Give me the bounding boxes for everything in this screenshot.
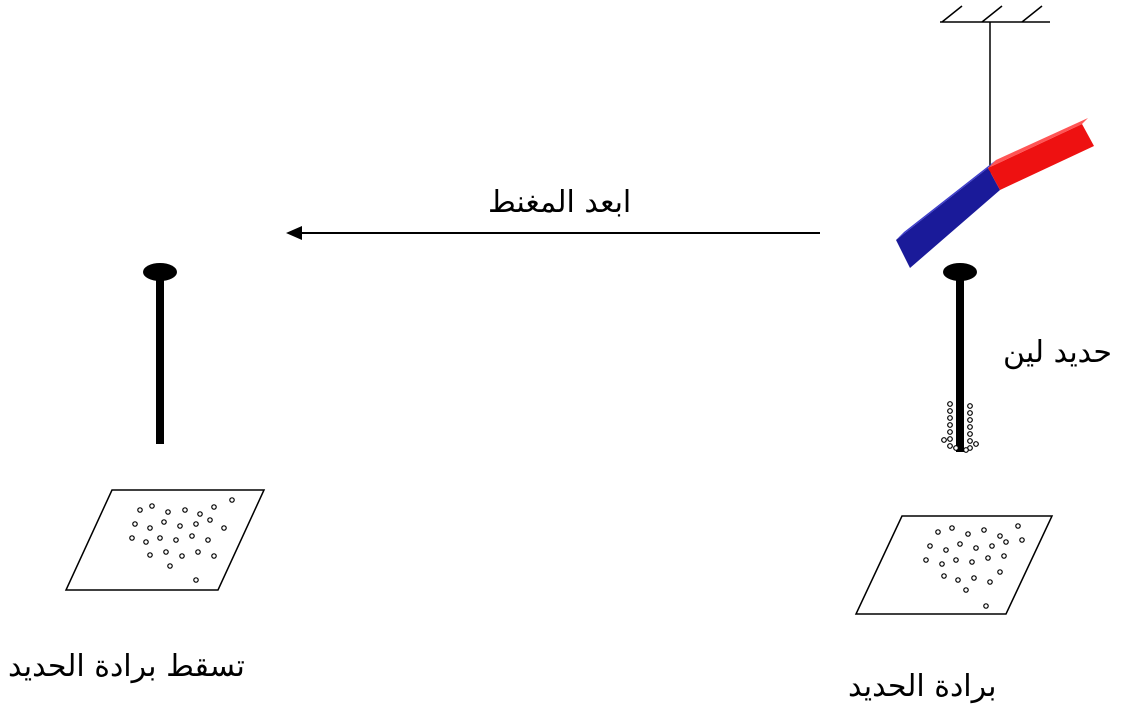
filing-particle — [207, 517, 213, 523]
soft-iron-label: حديد لين — [1003, 335, 1112, 370]
filing-particle — [983, 603, 989, 609]
soft-iron-rod-right — [943, 263, 977, 452]
filing-particle — [182, 507, 188, 513]
filing-particle — [132, 521, 138, 527]
filing-particle — [163, 549, 169, 555]
filing-particle — [941, 573, 947, 579]
filing-particle — [179, 553, 185, 559]
filing-particle — [965, 531, 971, 537]
filing-particle — [1003, 539, 1009, 545]
filing-particle — [149, 503, 155, 509]
clinging-filings — [941, 401, 979, 453]
filing-particle — [967, 424, 973, 430]
filing-particle — [971, 575, 977, 581]
filing-particle — [969, 559, 975, 565]
filing-particle — [923, 557, 929, 563]
filing-particle — [987, 579, 993, 585]
filing-particle — [947, 443, 953, 449]
filing-particle — [953, 445, 959, 451]
filing-particle — [947, 436, 953, 442]
filing-particle — [953, 557, 959, 563]
filing-particle — [193, 521, 199, 527]
filing-particle — [147, 552, 153, 558]
filing-particle — [939, 561, 945, 567]
filing-particle — [157, 535, 163, 541]
tray-left-filings — [129, 497, 235, 583]
filing-particle — [947, 422, 953, 428]
filing-particle — [973, 545, 979, 551]
filing-particle — [967, 417, 973, 423]
filing-particle — [981, 527, 987, 533]
filing-particle — [229, 497, 235, 503]
filing-particle — [949, 525, 955, 531]
magnet-north-pole — [988, 124, 1094, 190]
filing-particle — [947, 429, 953, 435]
filing-particle — [957, 541, 963, 547]
filings-tray-left — [64, 489, 266, 591]
bar-magnet — [896, 118, 1094, 268]
filing-particle — [967, 438, 973, 444]
filing-particle — [947, 408, 953, 414]
filing-particle — [947, 415, 953, 421]
filing-particle — [205, 537, 211, 543]
filing-particle — [129, 535, 135, 541]
filing-particle — [955, 577, 961, 583]
magnet-south-pole — [896, 168, 1000, 268]
filing-particle — [137, 507, 143, 513]
filing-particle — [1015, 523, 1021, 529]
filing-particle — [927, 543, 933, 549]
filing-particle — [143, 539, 149, 545]
filing-particle — [997, 569, 1003, 575]
tray-right-filings — [923, 523, 1025, 609]
filing-particle — [967, 410, 973, 416]
filing-particle — [173, 537, 179, 543]
filings-fall-label: تسقط برادة الحديد — [8, 649, 245, 684]
filing-particle — [967, 403, 973, 409]
iron-filings-label: برادة الحديد — [848, 669, 997, 704]
filing-particle — [985, 555, 991, 561]
filing-particle — [197, 511, 203, 517]
filing-particle — [963, 587, 969, 593]
soft-iron-rod-left — [143, 263, 177, 444]
filing-particle — [211, 553, 217, 559]
filing-particle — [1001, 553, 1007, 559]
filing-particle — [935, 529, 941, 535]
move-magnet-label: ابعد المغنط — [488, 185, 632, 220]
ceiling-support — [940, 5, 1050, 23]
filing-particle — [989, 543, 995, 549]
filing-particle — [195, 549, 201, 555]
filing-particle — [211, 504, 217, 510]
filing-particle — [193, 577, 199, 583]
filing-particle — [943, 547, 949, 553]
filing-particle — [967, 431, 973, 437]
filing-particle — [161, 519, 167, 525]
filing-particle — [973, 441, 979, 447]
filing-particle — [963, 447, 969, 453]
filing-particle — [221, 525, 227, 531]
filing-particle — [147, 525, 153, 531]
filing-particle — [165, 509, 171, 515]
filing-particle — [167, 563, 173, 569]
filing-particle — [947, 401, 953, 407]
move-away-arrow — [286, 226, 820, 240]
filing-particle — [189, 533, 195, 539]
filing-particle — [997, 533, 1003, 539]
filing-particle — [941, 437, 947, 443]
filing-particle — [1019, 537, 1025, 543]
filings-tray-right — [854, 515, 1054, 615]
filing-particle — [177, 523, 183, 529]
